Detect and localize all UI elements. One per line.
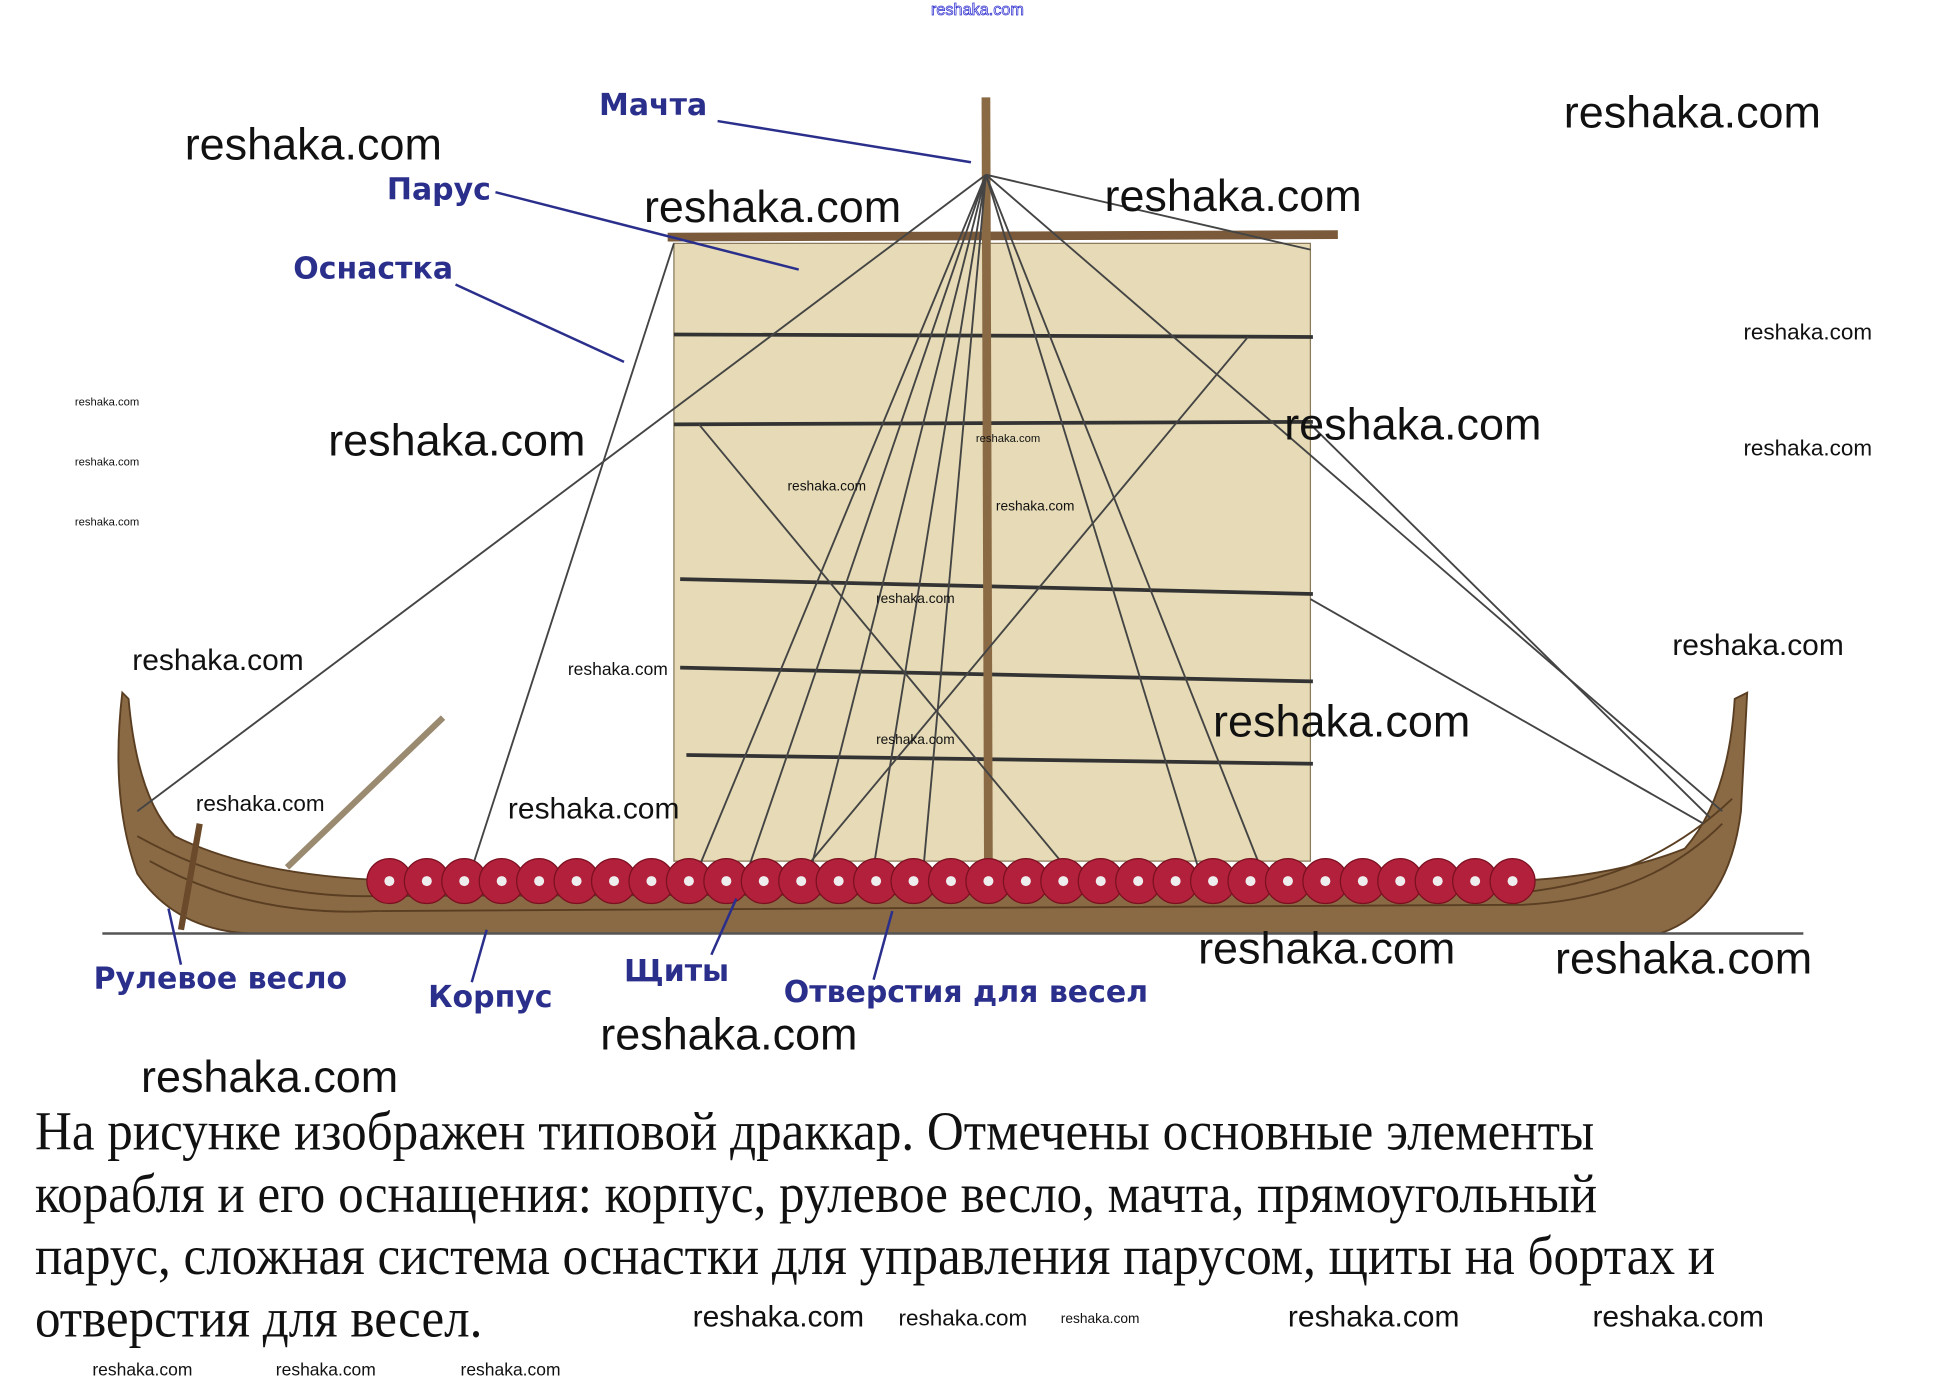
- label-sail: Парус: [386, 172, 491, 208]
- watermark: reshaka.com: [898, 1305, 1028, 1331]
- caption-line: отверстия для весел.: [34, 1287, 483, 1350]
- watermark: reshaka.com: [132, 643, 304, 678]
- steering-oar: [177, 823, 203, 931]
- shield-boss: [609, 876, 620, 887]
- watermark: reshaka.com: [1284, 398, 1542, 450]
- shield-boss: [1320, 876, 1331, 887]
- watermark: reshaka.com: [876, 732, 955, 748]
- watermark: reshaka.com: [1104, 169, 1362, 221]
- caption-paragraph: На рисунке изображен типовой драккар. От…: [35, 1101, 1846, 1351]
- shield-boss: [758, 876, 769, 887]
- shield-boss: [534, 876, 545, 887]
- watermark: reshaka.com: [995, 499, 1075, 515]
- label-hull: Корпус: [428, 979, 553, 1015]
- shield-boss: [1208, 876, 1219, 887]
- watermark: reshaka.com: [1672, 628, 1844, 663]
- shield-boss: [983, 876, 994, 887]
- watermark: reshaka.com: [931, 0, 1025, 19]
- shield-boss: [1058, 876, 1069, 887]
- watermark: reshaka.com: [1743, 435, 1873, 461]
- shield-boss: [421, 876, 432, 887]
- shield-boss: [384, 876, 395, 887]
- shield-boss: [1432, 876, 1443, 887]
- shield-boss: [908, 876, 919, 887]
- caption-line: парус, сложная система оснастки для упра…: [34, 1225, 1716, 1287]
- shield-boss: [571, 876, 582, 887]
- shield-boss: [459, 876, 470, 887]
- shield-boss: [1282, 876, 1293, 887]
- caption-line: На рисунке изображен типовой драккар. От…: [34, 1100, 1595, 1162]
- shield-row: [366, 858, 1536, 905]
- watermark: reshaka.com: [1743, 319, 1873, 345]
- sail-battens: [673, 332, 1313, 766]
- shield-boss: [1020, 876, 1031, 887]
- watermark: reshaka.com: [92, 1359, 193, 1380]
- shield-boss: [796, 876, 807, 887]
- watermark: reshaka.com: [567, 658, 668, 679]
- watermark: reshaka.com: [692, 1300, 865, 1335]
- label-leader-lines: [167, 119, 972, 983]
- shield-boss: [683, 876, 694, 887]
- yard: [667, 230, 1338, 242]
- watermark: reshaka.com: [328, 414, 586, 466]
- shield-boss: [721, 876, 732, 887]
- watermark: reshaka.com: [975, 431, 1041, 445]
- label-oar-holes: Отверстия для весел: [783, 974, 1149, 1010]
- watermark: reshaka.com: [600, 1008, 858, 1060]
- watermark: reshaka.com: [1563, 86, 1821, 138]
- caption-line: корабля и его оснащения: корпус, рулевое…: [34, 1163, 1598, 1225]
- watermark: reshaka.com: [74, 395, 140, 409]
- watermark: reshaka.com: [1060, 1311, 1140, 1327]
- shield-boss: [1395, 876, 1406, 887]
- mast: [981, 97, 993, 874]
- watermark: reshaka.com: [184, 118, 442, 170]
- watermark: reshaka.com: [1287, 1300, 1460, 1335]
- watermark: reshaka.com: [1592, 1300, 1764, 1335]
- watermark: reshaka.com: [1555, 932, 1813, 984]
- rigging: [136, 173, 1723, 868]
- shield-boss: [646, 876, 657, 887]
- oar: [284, 715, 446, 870]
- watermark: reshaka.com: [787, 479, 867, 495]
- watermark: reshaka.com: [1213, 695, 1471, 747]
- shield-boss: [1245, 876, 1256, 887]
- watermark: reshaka.com: [195, 791, 325, 817]
- shield-boss: [871, 876, 882, 887]
- shield-boss: [1095, 876, 1106, 887]
- label-rigging: Оснастка: [293, 250, 454, 286]
- shield-boss: [1357, 876, 1368, 887]
- watermark: reshaka.com: [74, 455, 140, 468]
- label-mast: Мачта: [599, 87, 708, 123]
- label-shields: Щиты: [624, 953, 730, 989]
- watermark: reshaka.com: [643, 180, 902, 233]
- shield-boss: [496, 876, 507, 887]
- shield-boss: [945, 876, 956, 887]
- watermark: reshaka.com: [74, 515, 140, 528]
- watermark: reshaka.com: [141, 1050, 399, 1102]
- watermark: reshaka.com: [275, 1359, 376, 1380]
- watermark: reshaka.com: [507, 792, 680, 827]
- shield-boss: [1170, 876, 1181, 887]
- watermark: reshaka.com: [460, 1359, 561, 1380]
- shield-boss: [1470, 876, 1481, 887]
- watermark: reshaka.com: [1198, 922, 1456, 974]
- shield-boss: [1133, 876, 1144, 887]
- label-steering-oar: Рулевое весло: [93, 960, 348, 996]
- shield-boss: [1507, 876, 1518, 887]
- watermark: reshaka.com: [876, 591, 955, 607]
- shield-boss: [833, 876, 844, 887]
